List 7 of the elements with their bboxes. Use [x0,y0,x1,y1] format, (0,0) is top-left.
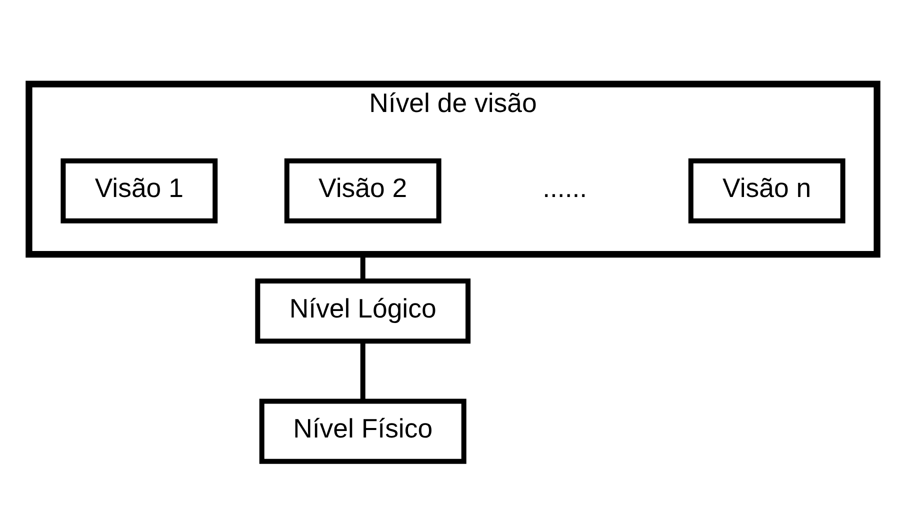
label: ...... [542,172,588,203]
node-box: Visão 2 [284,158,442,223]
connector [360,341,366,401]
node-box: Visão 1 [60,158,218,223]
node-box: Nível Físico [259,398,466,464]
node-box: Visão n [688,158,846,223]
node-box: Nível Lógico [255,278,471,344]
